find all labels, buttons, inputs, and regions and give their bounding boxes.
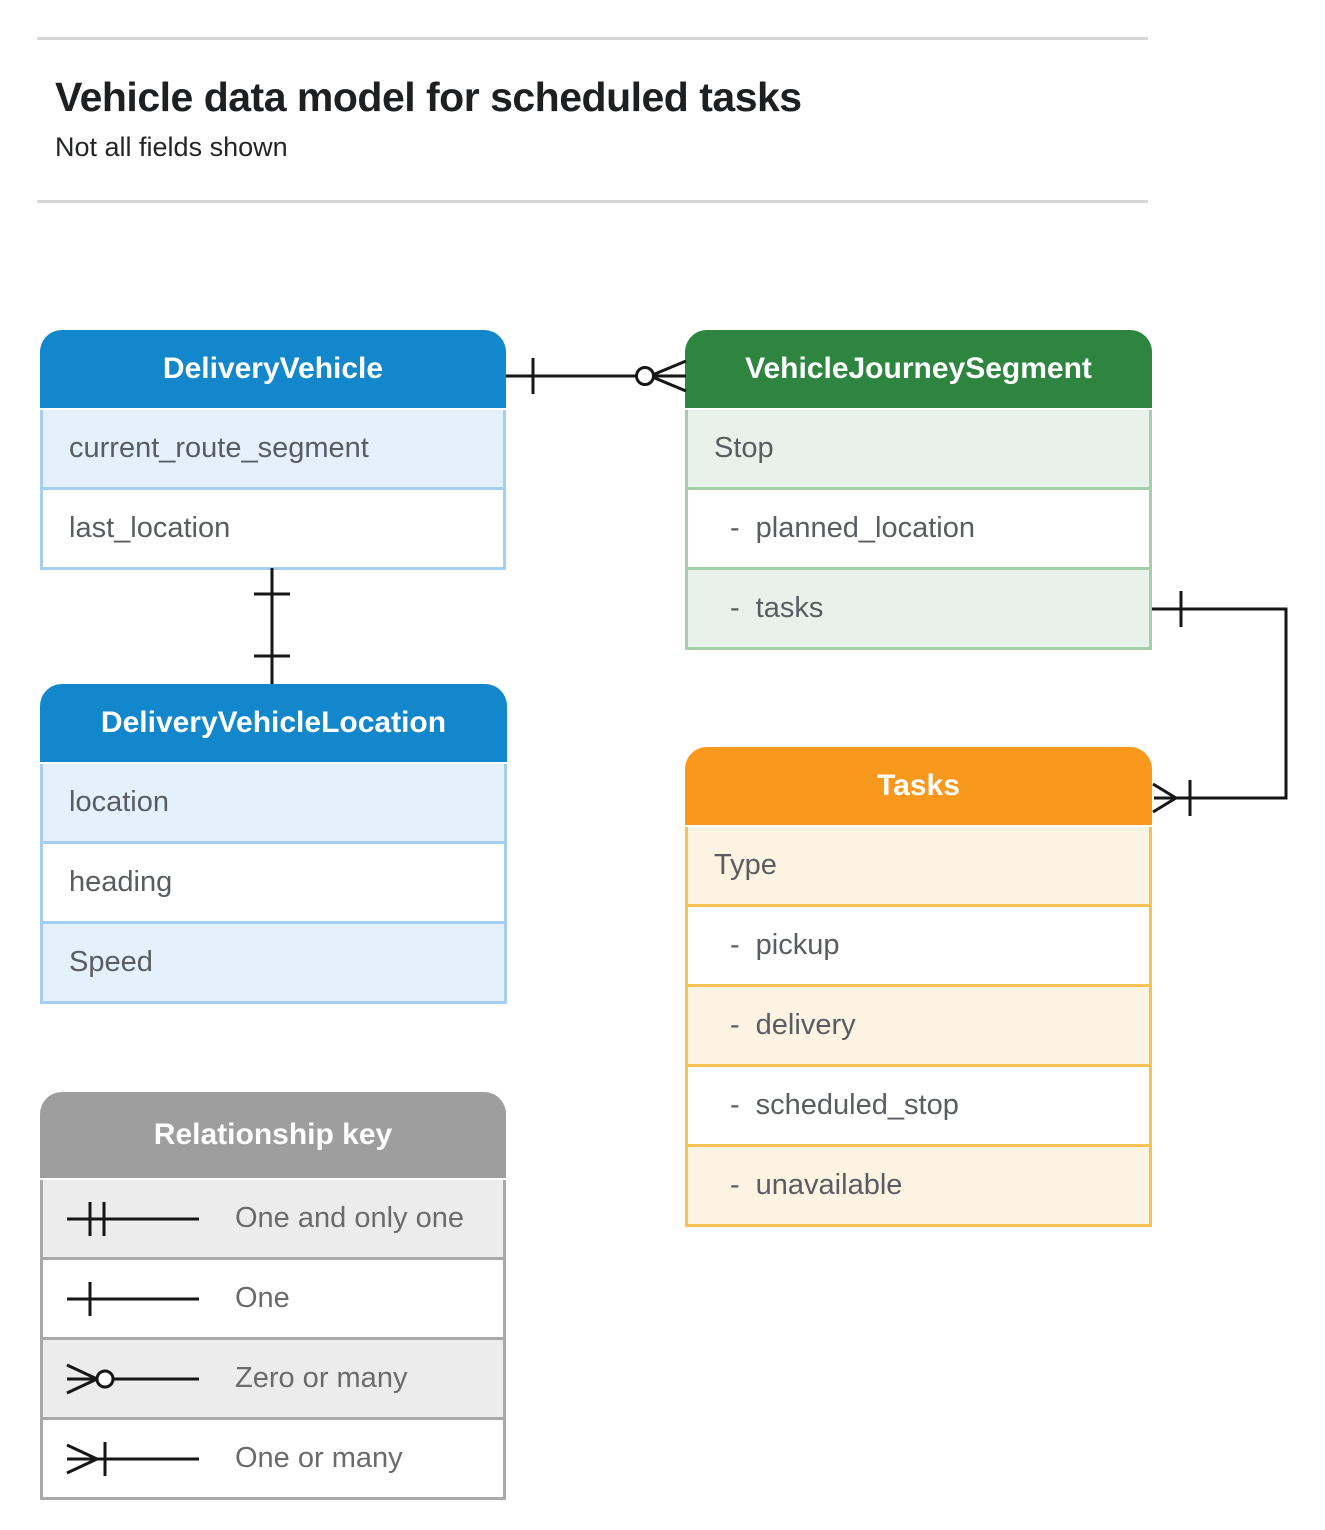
connector-deliveryvehicle-journeysegment bbox=[506, 358, 687, 394]
legend-label: Zero or many bbox=[235, 1362, 408, 1394]
field-label: unavailable bbox=[755, 1169, 903, 1201]
sub-field-dash: - bbox=[730, 929, 740, 961]
field-row: -delivery bbox=[688, 987, 1149, 1067]
legend-row: Zero or many bbox=[43, 1340, 503, 1420]
entity-delivery-vehicle-location-title: DeliveryVehicleLocation bbox=[40, 684, 507, 762]
entity-delivery-vehicle-title: DeliveryVehicle bbox=[40, 330, 506, 408]
entity-tasks: Tasks Type-pickup-delivery-scheduled_sto… bbox=[685, 747, 1152, 1227]
entity-vehicle-journey-segment-fields: Stop-planned_location-tasks bbox=[685, 410, 1152, 650]
sub-field-dash: - bbox=[730, 1009, 740, 1041]
field-label: planned_location bbox=[755, 512, 975, 544]
one-or-many-icon bbox=[63, 1437, 203, 1481]
relationship-key-title: Relationship key bbox=[40, 1092, 506, 1178]
legend-row: One bbox=[43, 1260, 503, 1340]
connector-journeysegment-tasks bbox=[1152, 591, 1288, 816]
sub-field-dash: - bbox=[730, 512, 740, 544]
entity-tasks-fields: Type-pickup-delivery-scheduled_stop-unav… bbox=[685, 827, 1152, 1227]
field-row: last_location bbox=[43, 490, 503, 567]
field-label: delivery bbox=[755, 1009, 856, 1041]
field-label: scheduled_stop bbox=[755, 1089, 959, 1121]
sub-field-dash: - bbox=[730, 1089, 740, 1121]
field-row: -unavailable bbox=[688, 1147, 1149, 1224]
field-row: -pickup bbox=[688, 907, 1149, 987]
one-icon bbox=[63, 1277, 203, 1321]
zero-or-many-icon bbox=[63, 1357, 203, 1401]
page-title: Vehicle data model for scheduled tasks bbox=[55, 74, 802, 120]
connector-deliveryvehicle-location bbox=[254, 568, 290, 684]
field-row: Speed bbox=[43, 924, 504, 1001]
field-row: Type bbox=[688, 827, 1149, 907]
field-row: -scheduled_stop bbox=[688, 1067, 1149, 1147]
legend-row: One or many bbox=[43, 1420, 503, 1497]
entity-vehicle-journey-segment-title: VehicleJourneySegment bbox=[685, 330, 1152, 408]
entity-tasks-title: Tasks bbox=[685, 747, 1152, 825]
legend-label: One and only one bbox=[235, 1202, 464, 1234]
field-label: pickup bbox=[755, 929, 840, 961]
one-and-only-one-icon bbox=[63, 1197, 203, 1241]
page-subtitle: Not all fields shown bbox=[55, 132, 288, 162]
legend-label: One or many bbox=[235, 1442, 403, 1474]
sub-field-dash: - bbox=[730, 1169, 740, 1201]
field-row: current_route_segment bbox=[43, 410, 503, 490]
sub-field-dash: - bbox=[730, 592, 740, 624]
field-row: -planned_location bbox=[688, 490, 1149, 570]
header-divider bbox=[37, 200, 1148, 203]
entity-vehicle-journey-segment: VehicleJourneySegment Stop-planned_locat… bbox=[685, 330, 1152, 650]
field-row: Stop bbox=[688, 410, 1149, 490]
top-divider bbox=[37, 37, 1148, 40]
legend-row: One and only one bbox=[43, 1180, 503, 1260]
field-label: tasks bbox=[755, 592, 824, 624]
field-row: -tasks bbox=[688, 570, 1149, 647]
field-row: heading bbox=[43, 844, 504, 924]
legend-label: One bbox=[235, 1282, 290, 1314]
field-row: location bbox=[43, 764, 504, 844]
